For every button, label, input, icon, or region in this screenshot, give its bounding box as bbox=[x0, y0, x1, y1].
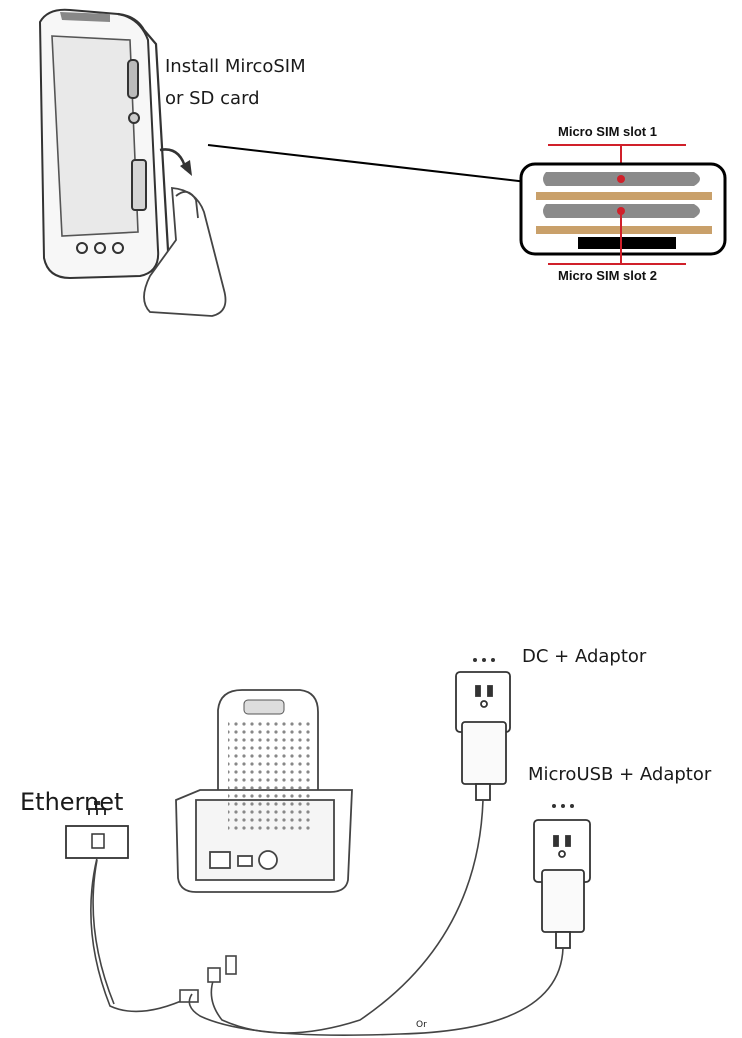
sim-slot1-label: Micro SIM slot 1 bbox=[558, 124, 657, 139]
sim-tray-detail bbox=[521, 145, 725, 264]
dc-adaptor-label: DC + Adaptor bbox=[522, 646, 646, 667]
sim-slot2-label: Micro SIM slot 2 bbox=[558, 268, 657, 283]
sim-instruction-line2: or SD card bbox=[165, 88, 260, 109]
ethernet-label: Ethernet bbox=[20, 788, 123, 816]
dc-wall-outlet bbox=[456, 658, 510, 800]
callout-line bbox=[208, 145, 527, 182]
arrow-head-icon bbox=[180, 160, 192, 176]
handheld-device-side-view bbox=[40, 10, 168, 278]
microusb-adaptor-label: MicroUSB + Adaptor bbox=[528, 764, 711, 785]
sim-instruction-line1: Install MircoSIM bbox=[165, 56, 306, 77]
cradle-connection-illustration bbox=[0, 620, 742, 1038]
or-label: Or bbox=[416, 1020, 427, 1030]
device-back-panel bbox=[228, 720, 310, 830]
microusb-wall-outlet bbox=[534, 804, 590, 948]
